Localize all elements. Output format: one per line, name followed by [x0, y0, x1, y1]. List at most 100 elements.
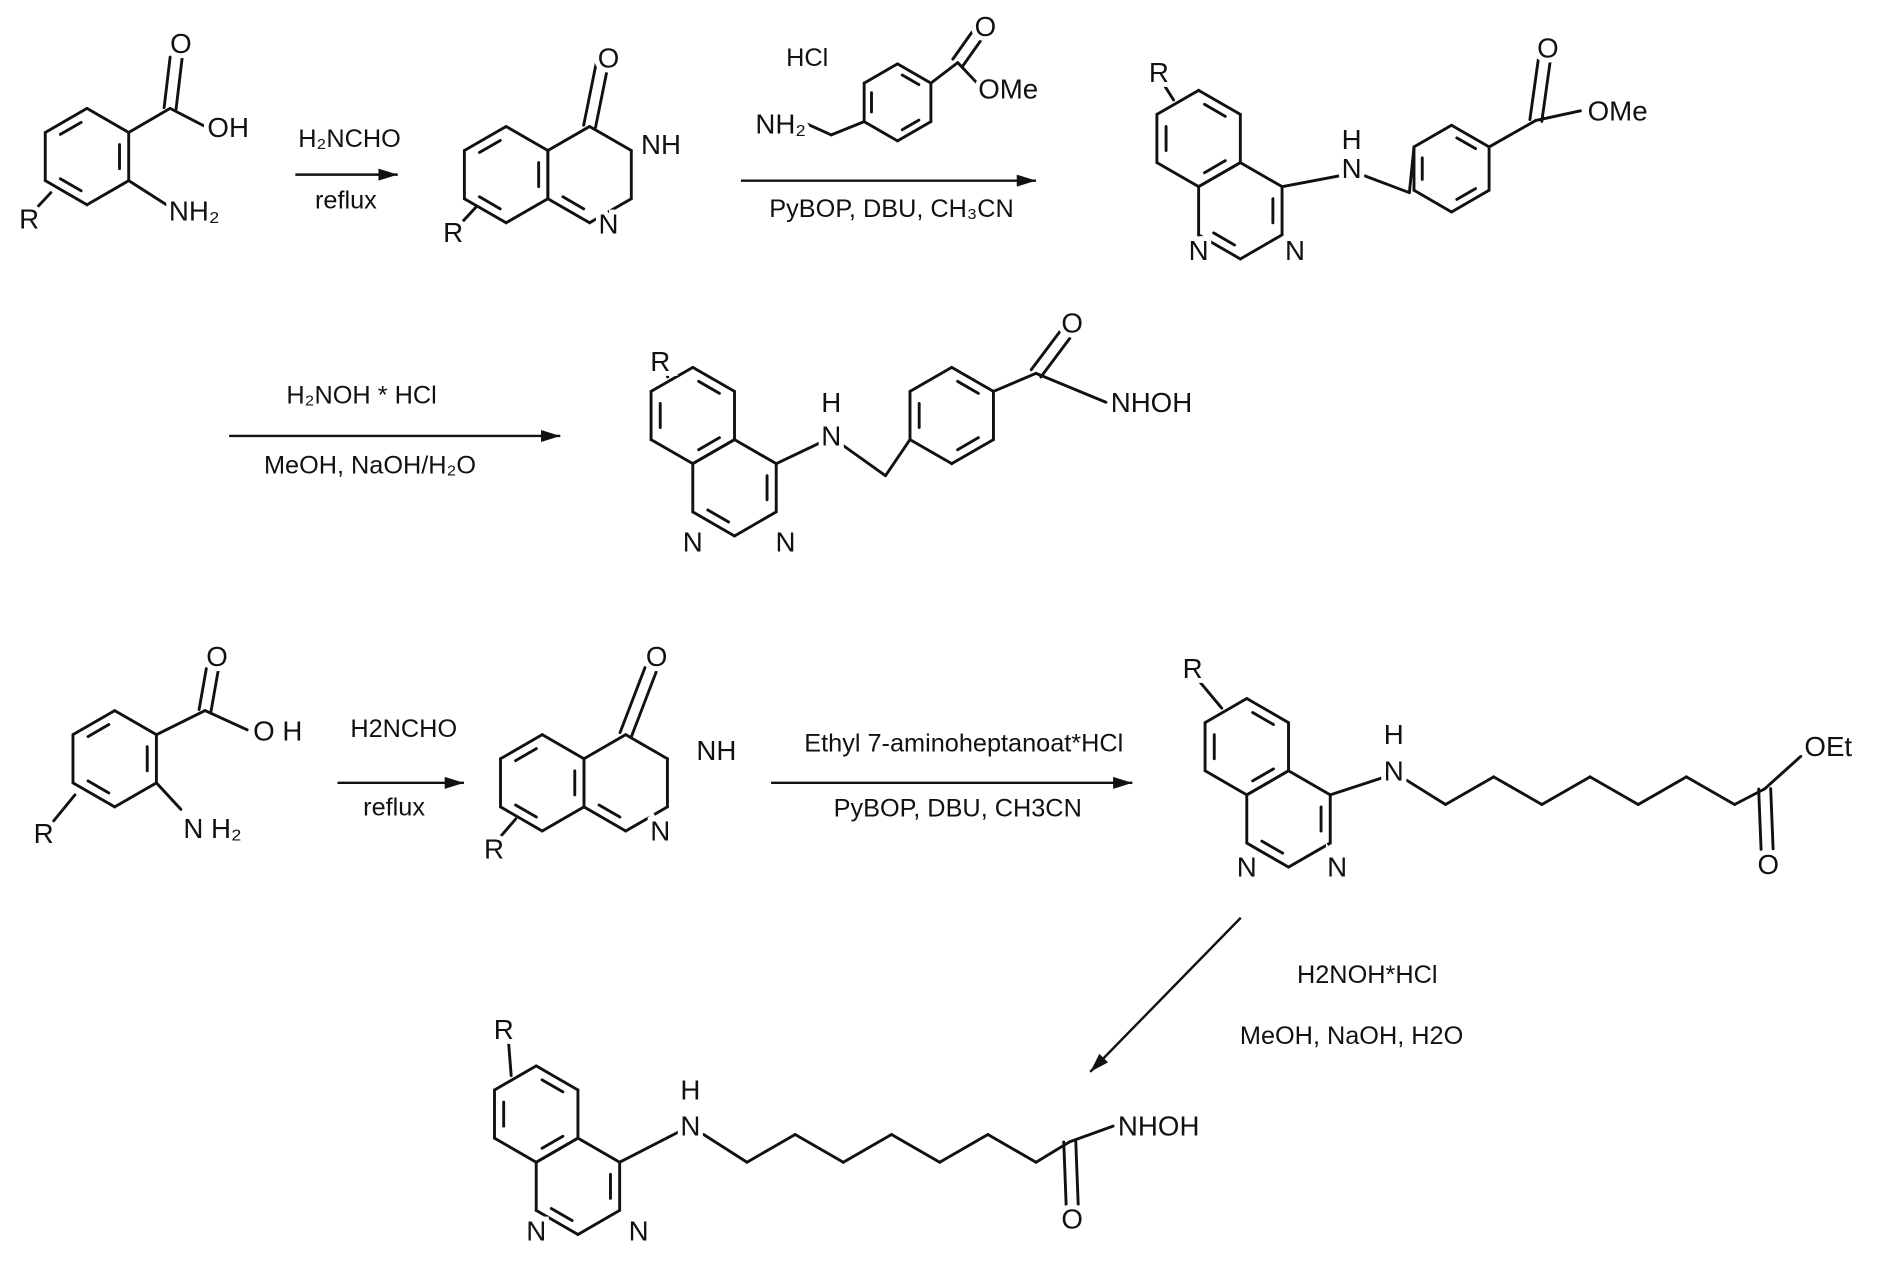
bond [113, 781, 158, 809]
atom-label: H [1384, 719, 1404, 750]
bond [1062, 1140, 1068, 1207]
bond [929, 61, 960, 85]
bond [950, 365, 995, 393]
bond [499, 733, 544, 761]
bond [549, 1207, 574, 1222]
atom-label: OEt [1804, 731, 1852, 762]
bond [1029, 329, 1062, 372]
bond [582, 59, 599, 127]
bond [162, 55, 172, 110]
atom-label: N [776, 526, 796, 557]
bond [561, 195, 586, 211]
arrow-head [1113, 776, 1133, 789]
bond [504, 125, 550, 152]
bond [956, 61, 980, 86]
bond [514, 803, 538, 819]
bond [961, 35, 985, 68]
reagent-label: reflux [315, 186, 377, 214]
bond [1245, 697, 1290, 725]
reagent-label: H2NCHO [350, 715, 457, 743]
arrow-head [444, 776, 464, 789]
bond [1203, 102, 1227, 118]
bond [477, 195, 502, 211]
bond [1197, 161, 1242, 189]
bond [1155, 88, 1201, 116]
anthranilic-acid-2: O O H N H₂ R [29, 636, 307, 854]
bond [1757, 787, 1763, 851]
atom-label: NHOH [1111, 387, 1193, 418]
bond [1238, 233, 1284, 261]
bond [1412, 188, 1453, 214]
bond [546, 125, 592, 152]
bond [43, 179, 89, 207]
bond [58, 120, 83, 136]
reagent-label: PyBOP, DBU, CH₃CN [769, 195, 1013, 223]
methyl-aminomethylbenzoate: NH₂ O OMe [751, 6, 1044, 144]
quinazolinone-1: O NH N R [438, 37, 686, 252]
bond [1260, 839, 1285, 855]
bond [697, 379, 721, 395]
bond [71, 781, 117, 809]
bond [197, 667, 208, 711]
bond [504, 197, 550, 225]
bond [1363, 174, 1411, 195]
bond [209, 669, 220, 714]
reagent-label: MeOH, NaOH/H₂O [264, 451, 476, 479]
arrow-head [1090, 1053, 1109, 1072]
bond [805, 122, 833, 137]
bond [51, 793, 77, 823]
bond [168, 106, 209, 130]
bond [1412, 123, 1453, 149]
bond [733, 438, 778, 466]
bond [534, 1208, 580, 1236]
bond [462, 197, 508, 225]
bond [534, 1064, 580, 1092]
bond [862, 62, 899, 85]
bond [691, 365, 736, 393]
reagent-label: MeOH, NaOH, H2O [1240, 1022, 1463, 1050]
bond [691, 510, 736, 538]
bond [1588, 775, 1640, 806]
bond [540, 805, 586, 833]
bond [540, 1134, 565, 1150]
bond [1528, 57, 1540, 122]
atom-label: N [821, 420, 841, 451]
atom-label: O [170, 28, 192, 59]
bond [900, 73, 921, 87]
atom-label: O [206, 641, 228, 672]
bond [576, 1136, 622, 1164]
bond [582, 805, 628, 833]
bond [884, 438, 912, 478]
bond [582, 733, 628, 761]
atom-label: NH₂ [169, 195, 220, 226]
reagent-label: PyBOP, DBU, CH3CN [834, 795, 1082, 823]
reagent-label: H₂NOH * HCl [286, 381, 436, 409]
bond [618, 666, 647, 734]
arrow-head [1016, 174, 1037, 187]
bond [1540, 59, 1552, 123]
atom-label: NH [641, 129, 681, 160]
bond [664, 371, 670, 379]
atom-label: O [1758, 849, 1780, 880]
bond [1763, 754, 1803, 791]
bond [618, 1130, 680, 1164]
atom-label: H [821, 387, 841, 418]
bond [1450, 123, 1491, 149]
reagent-label: HCl [786, 44, 828, 72]
atom-label: R [484, 834, 504, 865]
bond [540, 1078, 565, 1094]
bond [624, 733, 669, 761]
bond [938, 1133, 990, 1164]
bond [499, 805, 544, 833]
atom-label: H [680, 1074, 700, 1105]
bond [951, 28, 975, 61]
bond [597, 803, 622, 819]
anthranilic-acid-1: O OH NH₂ R [14, 23, 253, 239]
bond [793, 1133, 845, 1164]
bond [32, 191, 53, 213]
bond [1636, 775, 1688, 806]
bond [154, 781, 183, 811]
bond [992, 371, 1038, 393]
bond [1245, 769, 1290, 797]
